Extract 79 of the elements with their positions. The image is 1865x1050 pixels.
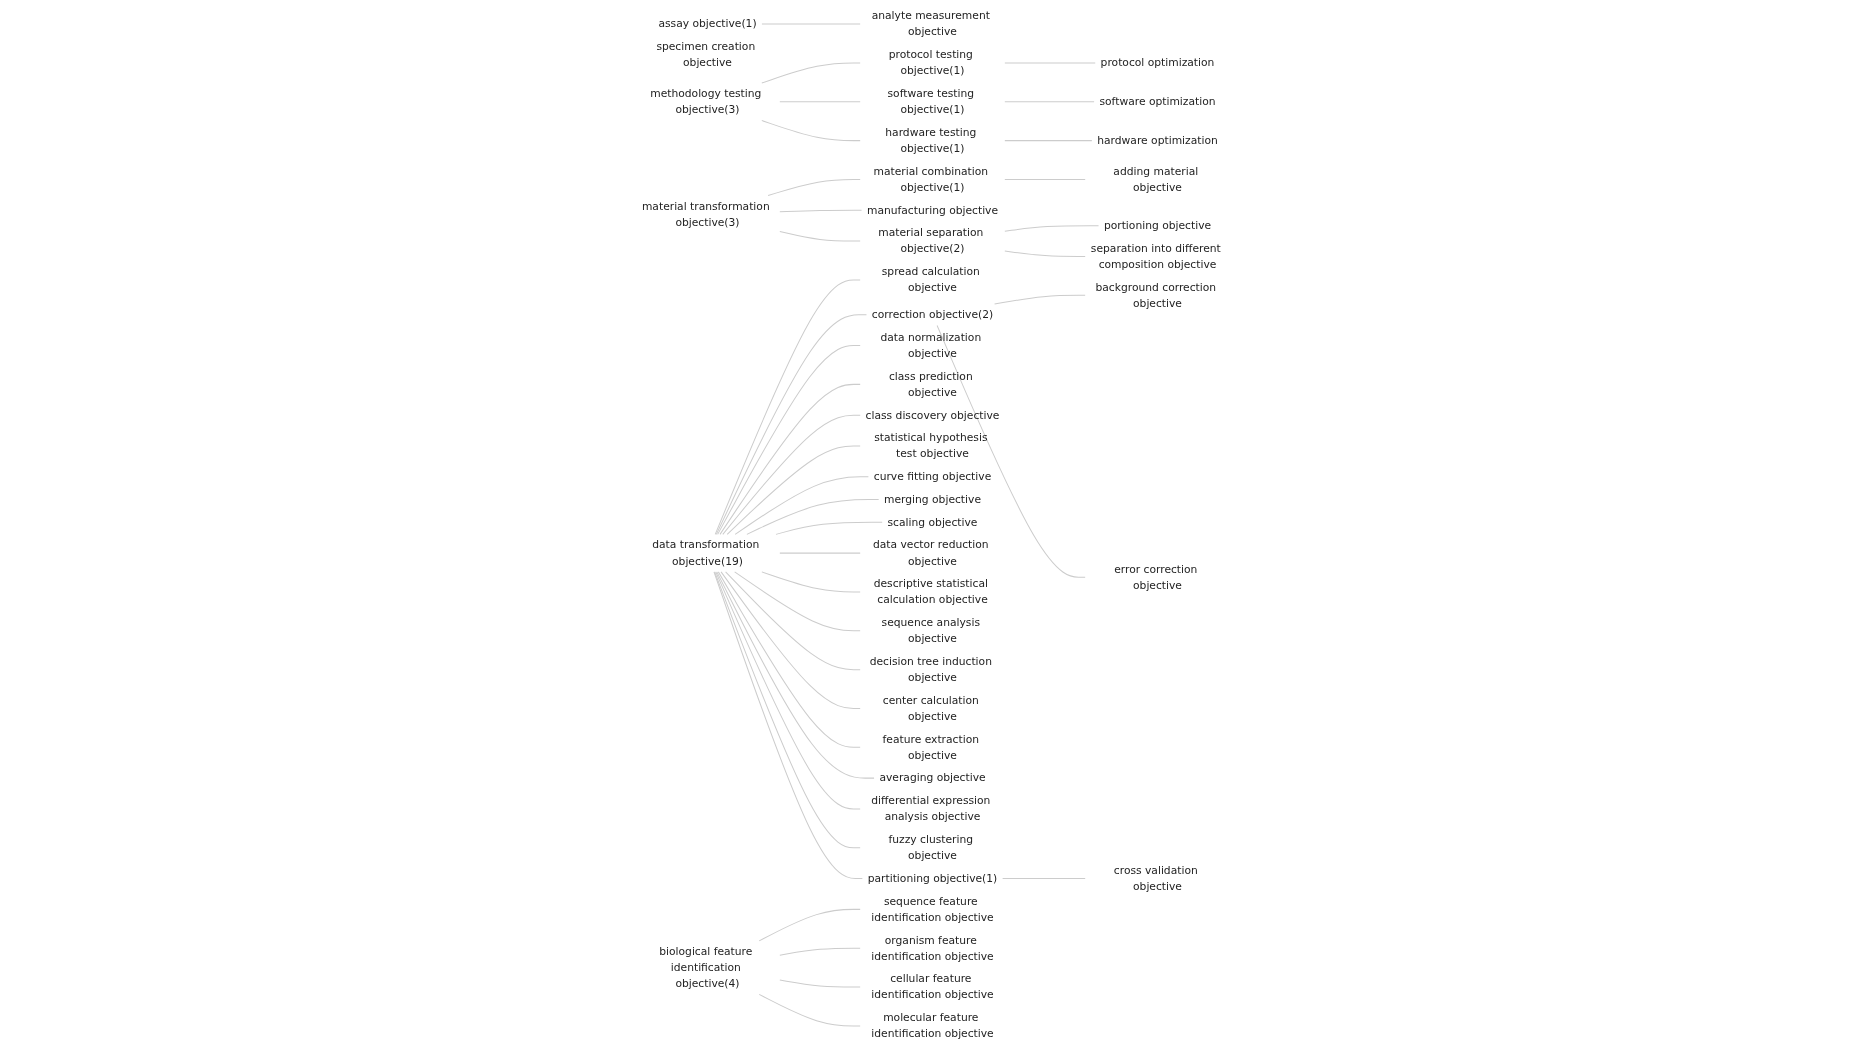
connector	[761, 62, 861, 84]
node-text: assay objective(1)	[658, 17, 757, 31]
connector	[719, 383, 861, 535]
node-text: averaging objective	[879, 771, 986, 785]
connector	[994, 294, 1086, 305]
connector	[775, 521, 883, 535]
node-text: class discovery objective	[865, 408, 1000, 422]
node-text: data normalization objective	[880, 330, 982, 360]
node-text: portioning objective	[1103, 218, 1212, 232]
node-text: sequence feature identification objective	[871, 894, 994, 924]
connector	[720, 571, 861, 709]
node-text: background correction objective	[1095, 280, 1217, 310]
node-text: material combination objective(1)	[873, 164, 989, 194]
node-text: hardware testing objective(1)	[885, 125, 977, 155]
connector	[758, 993, 861, 1027]
connector	[722, 414, 861, 535]
connector	[779, 979, 861, 988]
node-text: descriptive statistical calculation objective	[873, 577, 988, 607]
connector	[714, 279, 861, 535]
node-text: statistical hypothesis test objective	[874, 431, 988, 461]
node-text: methodology testing objective(3)	[650, 87, 762, 116]
connector	[779, 947, 861, 956]
connector	[1004, 178, 1086, 180]
node-text: cellular feature identification objective	[871, 972, 994, 1002]
node-text: center calculation objective	[882, 693, 979, 723]
node-text: correction objective(2)	[871, 308, 994, 321]
connector	[1004, 250, 1086, 257]
connector	[779, 209, 863, 213]
node-text: merging objective	[884, 492, 981, 506]
node-text: error correction objective	[1114, 562, 1198, 592]
connector	[715, 314, 867, 535]
connector	[717, 345, 861, 535]
connector	[779, 552, 861, 554]
node-text: separation into different composition objective	[1090, 241, 1221, 271]
connector	[717, 571, 861, 748]
connector	[936, 324, 1086, 578]
node-text: feature extraction objective	[882, 732, 979, 762]
connector	[734, 571, 861, 632]
node-text: biological feature identification objective(4)	[659, 944, 753, 990]
node-text: sequence analysis objective	[881, 616, 980, 645]
connector	[761, 571, 861, 593]
connector	[1004, 140, 1093, 142]
connector	[746, 499, 880, 535]
node-text: manufacturing objective	[866, 203, 999, 217]
node-text: material separation objective(2)	[878, 226, 984, 256]
node-text: data transformation objective(19)	[652, 538, 760, 568]
node-text: curve fitting objective	[873, 470, 992, 483]
connector	[726, 445, 861, 535]
connector	[725, 571, 861, 671]
node-text: differential expression analysis objective	[871, 794, 991, 823]
connector	[767, 178, 861, 197]
node-text: analyte measurement objective	[871, 9, 990, 39]
node-text: decision tree induction objective	[869, 654, 992, 684]
node-text: scaling objective	[887, 515, 978, 529]
node-text: spread calculation objective	[881, 265, 980, 294]
node-text: fuzzy clustering objective	[888, 833, 974, 862]
node-text: material transformation objective(3)	[641, 199, 770, 229]
node-text: class prediction objective	[888, 369, 973, 399]
node-text: data vector reduction objective	[872, 538, 989, 568]
node-text: protocol optimization	[1100, 56, 1215, 69]
connector	[1004, 101, 1095, 103]
node-text: partitioning objective(1)	[867, 871, 998, 885]
connector	[1002, 878, 1086, 880]
node-text: software optimization	[1099, 95, 1216, 108]
connector	[716, 571, 875, 779]
connector	[779, 101, 861, 103]
connector	[779, 231, 861, 242]
connector	[758, 908, 861, 942]
node-text: cross validation objective	[1113, 863, 1198, 893]
connector	[734, 476, 869, 535]
connector	[1004, 225, 1100, 232]
connector	[761, 120, 861, 142]
node-text: specimen creation objective	[656, 40, 756, 69]
node-text: adding material objective	[1113, 164, 1199, 194]
node-text: protocol testing objective(1)	[888, 48, 973, 78]
node-text: hardware optimization	[1097, 133, 1218, 147]
node-text: software testing objective(1)	[887, 87, 975, 116]
node-text: organism feature identification objective	[871, 933, 994, 963]
node-text: molecular feature identification objective	[871, 1011, 994, 1040]
